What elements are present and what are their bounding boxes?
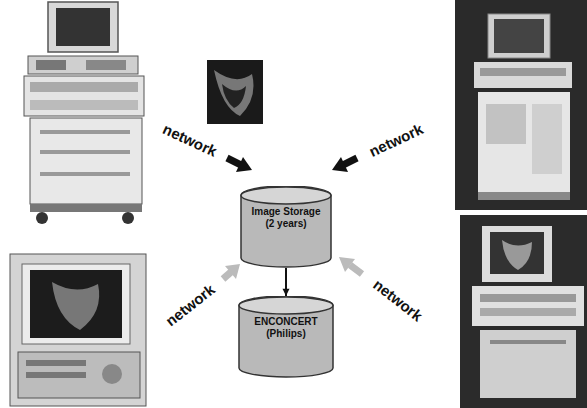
portable-ultrasound (10, 254, 146, 406)
node-label: Image Storage (2 years) (246, 206, 326, 230)
storage-cylinder: Image Storage (2 years) (240, 186, 332, 268)
network-label: network (370, 276, 426, 325)
node-body: ENCONCERT (Philips) (238, 296, 334, 348)
network-arrow (227, 157, 252, 172)
echo-image (207, 60, 263, 124)
ultrasound-cart (455, 0, 587, 210)
ultrasound-cart (460, 215, 587, 408)
node-body: Image Storage (2 years) (240, 186, 332, 238)
connector-arrow (283, 268, 290, 296)
network-arrow (339, 257, 362, 274)
network-arrow (332, 157, 357, 172)
network-arrow (223, 264, 240, 279)
node-label: ENCONCERT (Philips) (244, 316, 328, 340)
network-label: network (160, 120, 219, 160)
ultrasound-cart (24, 2, 144, 224)
network-label: network (162, 281, 218, 330)
network-label: network (366, 120, 425, 160)
storage-cylinder: ENCONCERT (Philips) (238, 296, 334, 378)
